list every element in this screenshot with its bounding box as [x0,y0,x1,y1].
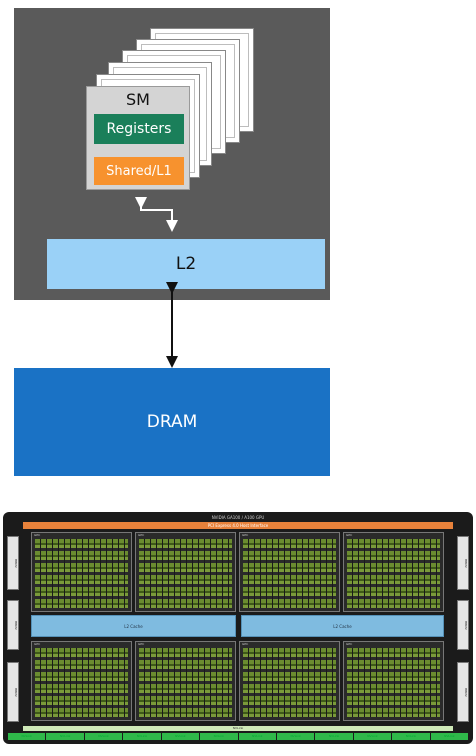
nvlink-cell: NVLink [84,733,123,740]
gpc-block: GPC [343,532,444,612]
nvlink-cell: NVLink [123,733,161,740]
shared-l1-block: Shared/L1 [94,157,184,185]
gpc-label: GPC [346,533,353,537]
nvlink-cell: NVLink [315,733,353,740]
nvlink-cell: NVLink [8,733,46,740]
sm-label: SM [126,90,150,109]
dram-label: DRAM [146,412,198,432]
dram-block: DRAM [14,368,330,476]
nvlink-cell: NVLink [238,733,276,740]
hbm-right: HBM2 [457,536,469,590]
gpc-label: GPC [346,642,353,646]
hbm-right: HBM2 [457,600,469,650]
die-l2-right: L2 Cache [241,615,444,637]
nvlink-cell: NVLink [161,733,200,740]
gpu-chip-area: SM Registers Shared/L1 L2 [14,8,330,300]
gpc-label: GPC [34,642,41,646]
gpc-block: GPC [135,532,236,612]
nvlink-cell: NVLink [46,733,84,740]
die-title: NVIDIA GA100 / A100 GPU [211,515,265,520]
gpc-label: GPC [242,642,249,646]
gpc-block: GPC [31,532,132,612]
hbm-left: HBM2 [7,662,19,722]
gpu-die-image: NVIDIA GA100 / A100 GPU PCI Express 4.0 … [3,512,473,744]
gpc-block: GPC [239,641,340,721]
gpc-block: GPC [343,641,444,721]
gpc-label: GPC [138,533,145,537]
hbm-left: HBM2 [7,536,19,590]
registers-block: Registers [94,114,184,144]
gpc-block: GPC [31,641,132,721]
nvlink-cell: NVLink [276,733,315,740]
gpc-label: GPC [34,533,41,537]
sm-card: SM Registers Shared/L1 [86,86,190,190]
nvlink-cell: NVLink [430,733,469,740]
host-interface-bar: PCI Express 4.0 Host Interface [23,522,453,529]
die-bottom-bar: NVLink [23,726,453,731]
l2-block: L2 [47,239,325,289]
die-l2-left: L2 Cache [31,615,236,637]
gpc-label: GPC [138,642,145,646]
nvlink-cell: NVLink [353,733,392,740]
nvlink-cell: NVLink [200,733,238,740]
gpc-label: GPC [242,533,249,537]
nvlink-cell: NVLink [392,733,430,740]
hbm-right: HBM2 [457,662,469,722]
gpc-block: GPC [135,641,236,721]
hbm-left: HBM2 [7,600,19,650]
l2-label: L2 [175,254,197,274]
nvlink-bar: NVLink NVLink NVLink NVLink NVLink NVLin… [8,733,469,740]
gpc-block: GPC [239,532,340,612]
